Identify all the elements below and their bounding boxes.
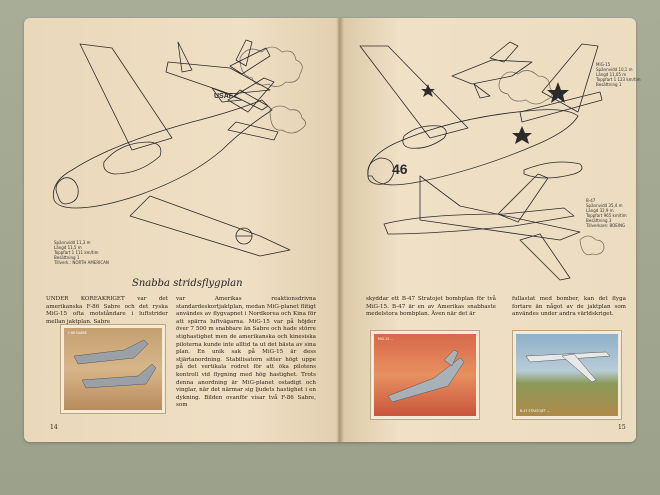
red-star-body (512, 126, 532, 144)
spec-line: Spännvidd 11,3 m (54, 240, 91, 245)
cloud-right-2 (579, 235, 605, 256)
cloud-left (239, 46, 303, 87)
main-mig-tail (519, 43, 603, 123)
spec-line: Spännvidd 35,4 m (586, 203, 623, 208)
main-mig-canopy (402, 125, 447, 149)
page-number-right: 15 (618, 424, 626, 431)
cloud-left-2 (269, 105, 306, 134)
insignia-fills: USAF 46 (214, 82, 569, 177)
b47-bomber (383, 173, 575, 281)
mig-card-caption: MIG-15 ... (378, 337, 394, 341)
page-number-left: 14 (50, 424, 58, 431)
spec-line: Längd 11,05 m (596, 72, 627, 77)
background-sabre (165, 41, 271, 103)
spec-line: Tillverkare: BOEING (586, 223, 626, 228)
page-title: Snabba stridsflygplan (132, 278, 243, 289)
main-sabre-canopy (103, 141, 162, 175)
main-sabre-intake (55, 177, 79, 205)
spec-line: Tillverk.: NORTH AMERICAN (54, 260, 109, 265)
spec-line: Spännvidd 10,1 m (596, 67, 633, 72)
b47-card-caption: B-47 STRATOJET ... (520, 409, 550, 413)
tail-mark-usaf: USAF (214, 93, 234, 100)
mig-trading-card: MIG-15 ... (370, 330, 480, 420)
sabre-card-caption: F-86 SABRE (68, 331, 87, 335)
spec-line: Toppfart 1 123 km/tim (596, 77, 641, 82)
spec-line: Toppfart 965 km/tim (586, 213, 627, 218)
main-sabre-fuselage (53, 99, 273, 209)
background-sabre-tail (233, 39, 269, 111)
mig-card-art (387, 349, 465, 403)
main-sabre-tail (227, 77, 279, 141)
right-column-1: skyddar ett B-47 Stratojet bombplan för … (366, 296, 496, 318)
main-sabre-wing-lower (129, 195, 291, 257)
spec-line: Toppfart 1 111 km/tim (54, 250, 99, 255)
main-mig-intake (367, 157, 395, 185)
main-sabre-wing-upper (79, 43, 173, 151)
left-column-2: var Amerikas reaktionsdrivna standardesk… (176, 296, 316, 409)
spec-line: Besättning 3 (586, 218, 612, 223)
b47-card-art (525, 351, 611, 383)
b47-specs: B-47 Spännvidd 35,4 m Längd 32,9 m Toppf… (586, 198, 627, 228)
main-mig-wing (359, 45, 469, 139)
sabre-specs: Spännvidd 11,3 m Längd 11,5 m Toppfart 1… (54, 240, 109, 265)
sabre-card-art (73, 339, 157, 389)
red-star-wing (421, 84, 435, 97)
sabre-trading-card: F-86 SABRE (60, 324, 166, 414)
spec-line: B-47 (586, 198, 596, 203)
mig-droptank (523, 161, 583, 179)
right-column-2: fullastat med bomber, kan det flyga fort… (512, 296, 626, 318)
mig-specs: MiG-15 Spännvidd 10,1 m Längd 11,05 m To… (596, 62, 641, 87)
b47-trading-card: B-47 STRATOJET ... (512, 330, 622, 420)
background-mig (451, 41, 533, 99)
spec-line: Besättning 1 (54, 255, 80, 260)
spec-line: MiG-15 (596, 62, 611, 67)
spec-line: Besättning 1 (596, 82, 622, 87)
cloud-right (498, 70, 553, 105)
main-mig-lower-wing (419, 175, 581, 241)
spec-line: Längd 11,5 m (54, 245, 82, 250)
spec-line: Längd 32,9 m (586, 208, 614, 213)
red-star-tail (547, 82, 569, 103)
nose-number: 46 (392, 161, 408, 177)
left-column-1: UNDER KOREAKRIGET var det amerikanska F-… (46, 296, 168, 325)
book-gutter (336, 18, 344, 442)
main-mig-fuselage (367, 109, 579, 186)
